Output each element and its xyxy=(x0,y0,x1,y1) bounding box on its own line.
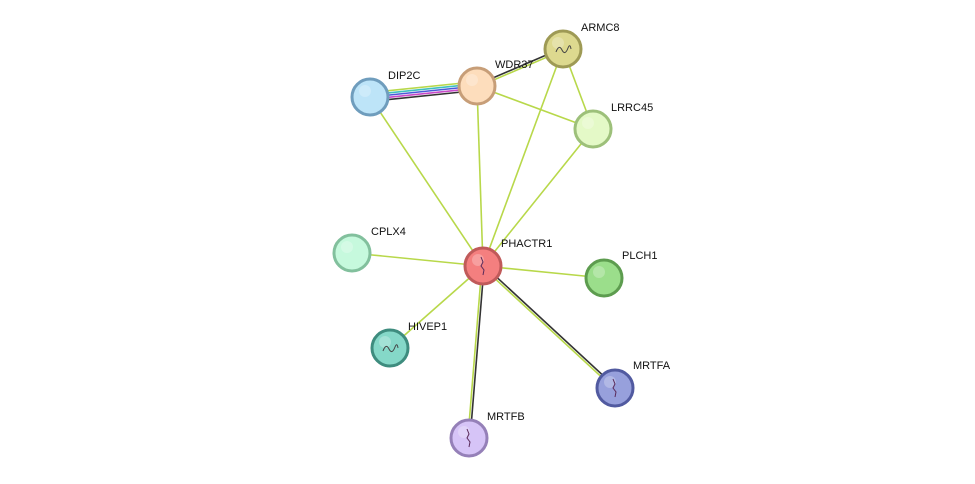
node-phactr1[interactable]: PHACTR1 xyxy=(463,238,552,286)
node-mrtfb[interactable]: MRTFB xyxy=(449,411,525,458)
structure-icon xyxy=(480,256,485,276)
node-mrtfa[interactable]: MRTFA xyxy=(595,360,671,408)
structure-icon xyxy=(555,45,572,54)
node-circle xyxy=(584,258,624,298)
edge-line xyxy=(482,265,605,279)
edge-line xyxy=(483,264,617,388)
edge-phactr1-wdr37 xyxy=(476,85,484,267)
edge-line xyxy=(469,266,485,439)
node-circle xyxy=(457,66,497,106)
node-armc8[interactable]: ARMC8 xyxy=(543,22,620,69)
edge-phactr1-hivep1 xyxy=(389,265,484,349)
node-label: HIVEP1 xyxy=(408,321,447,333)
edge-line xyxy=(482,128,594,267)
node-shine xyxy=(379,336,391,348)
node-circle xyxy=(332,233,372,273)
node-circle xyxy=(543,29,583,69)
node-circle xyxy=(595,368,635,408)
structure-icon xyxy=(466,428,471,448)
node-shine xyxy=(552,37,564,49)
edge-phactr1-dip2c xyxy=(369,96,484,267)
node-plch1[interactable]: PLCH1 xyxy=(584,250,657,298)
edge-line xyxy=(481,266,615,390)
edge-line xyxy=(369,96,484,267)
node-hivep1[interactable]: HIVEP1 xyxy=(370,321,447,368)
node-lrrc45[interactable]: LRRC45 xyxy=(573,102,653,149)
edge-line xyxy=(467,265,483,438)
node-label: WDR37 xyxy=(495,59,534,71)
node-shine xyxy=(341,241,353,253)
edge-phactr1-armc8 xyxy=(482,48,564,267)
edge-line xyxy=(476,85,484,267)
node-circle xyxy=(463,246,503,286)
node-label: PLCH1 xyxy=(622,250,657,262)
edge-phactr1-lrrc45 xyxy=(482,128,594,267)
node-wdr37[interactable]: WDR37 xyxy=(457,59,534,106)
structure-icon xyxy=(382,344,399,353)
edge-phactr1-cplx4 xyxy=(351,252,484,267)
node-label: ARMC8 xyxy=(581,22,620,34)
node-label: MRTFA xyxy=(633,360,671,372)
node-label: PHACTR1 xyxy=(501,238,552,250)
node-dip2c[interactable]: DIP2C xyxy=(350,70,420,117)
edge-line xyxy=(389,265,484,349)
edge-wdr37-lrrc45 xyxy=(476,85,594,130)
edge-phactr1-mrtfb xyxy=(467,265,485,439)
edge-line xyxy=(476,85,594,130)
edge-line xyxy=(482,48,564,267)
node-label: LRRC45 xyxy=(611,102,653,114)
node-circle xyxy=(573,109,613,149)
edge-layer xyxy=(351,47,617,439)
node-circle xyxy=(350,77,390,117)
edge-phactr1-mrtfa xyxy=(481,264,617,390)
edge-phactr1-plch1 xyxy=(482,265,605,279)
node-shine xyxy=(359,85,371,97)
node-shine xyxy=(593,266,605,278)
node-shine xyxy=(582,117,594,129)
node-circle xyxy=(449,418,489,458)
node-label: MRTFB xyxy=(487,411,525,423)
structure-icon xyxy=(612,378,617,398)
node-shine xyxy=(466,74,478,86)
node-label: CPLX4 xyxy=(371,226,406,238)
node-label: DIP2C xyxy=(388,70,420,82)
node-cplx4[interactable]: CPLX4 xyxy=(332,226,406,273)
node-circle xyxy=(370,328,410,368)
edge-line xyxy=(351,252,484,267)
